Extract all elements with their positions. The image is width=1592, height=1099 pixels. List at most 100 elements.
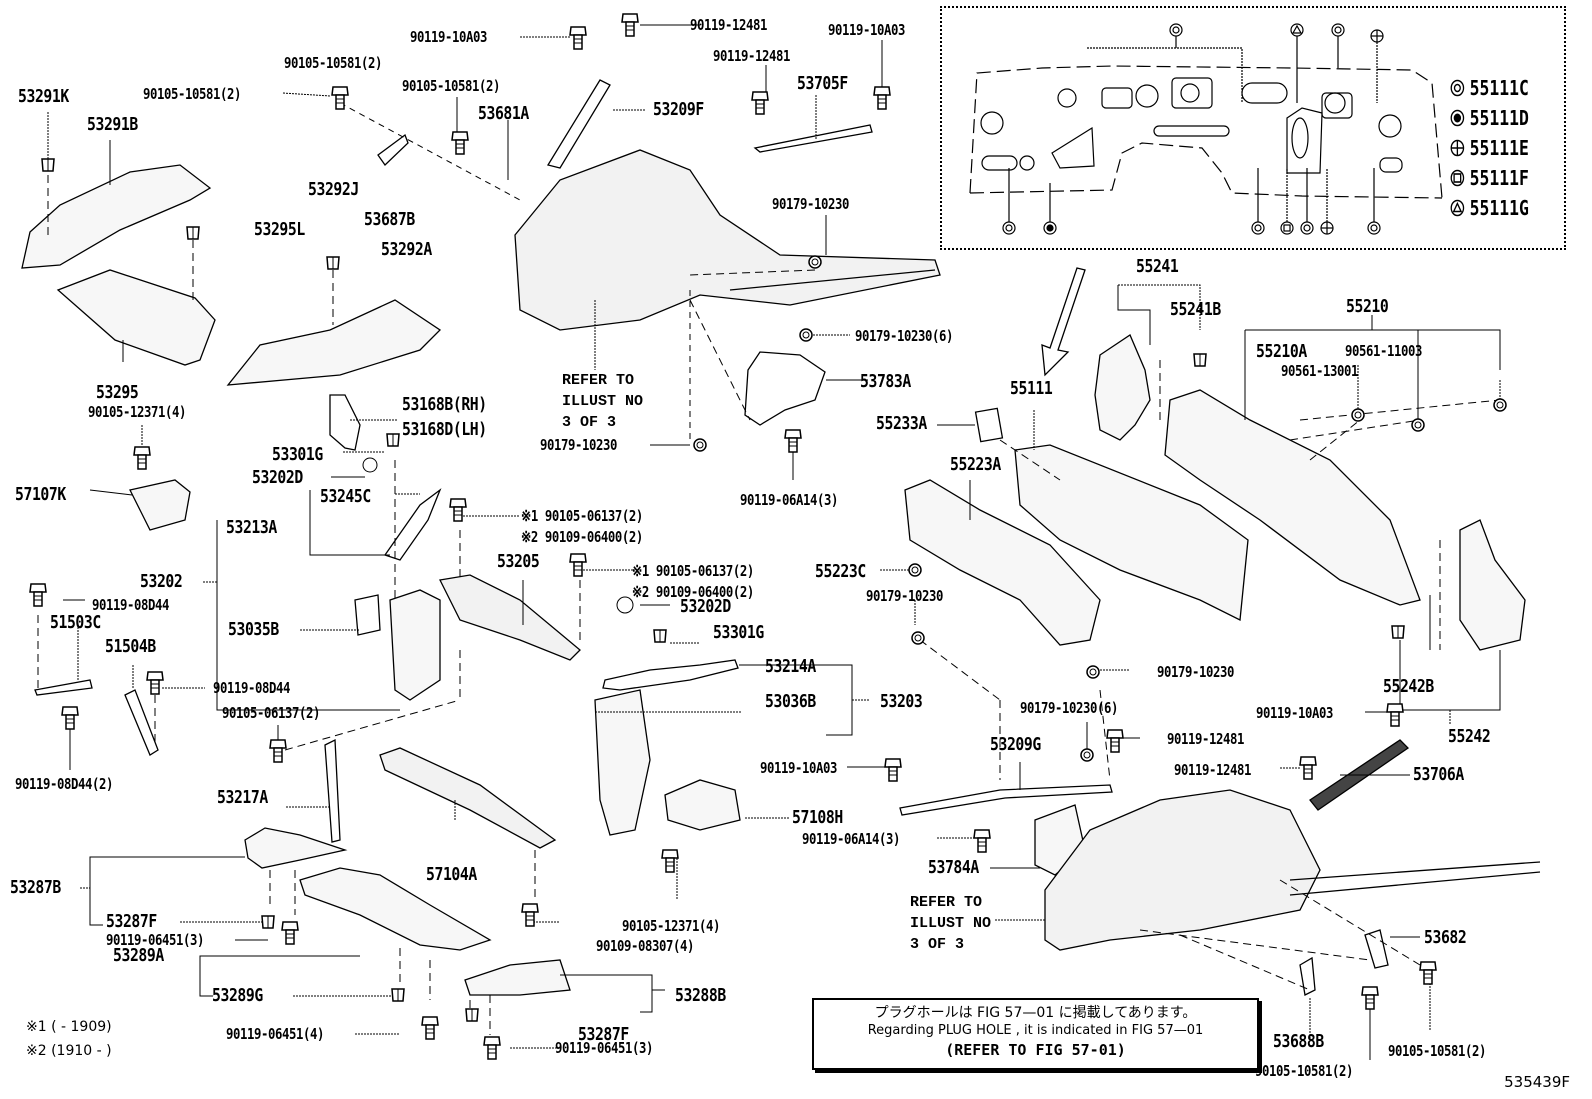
part-label[interactable]: 53035B (228, 619, 279, 640)
part-label[interactable]: 90119-12481 (713, 47, 790, 65)
part-label[interactable]: 53292A (381, 239, 432, 260)
part-label[interactable]: 90179-10230(6) (855, 327, 953, 345)
part-label[interactable]: 90105-10581(2) (1388, 1042, 1486, 1060)
part-label[interactable]: 90119-12481 (690, 16, 767, 34)
part-label[interactable]: 90119-06A14(3) (740, 491, 838, 509)
cover-53289A (299, 867, 492, 951)
part-label[interactable]: 53209F (653, 99, 704, 120)
part-label[interactable]: 90119-10A03 (1256, 704, 1333, 722)
part-label[interactable]: 51504B (105, 636, 156, 657)
part-label[interactable]: 90105-06137(2) (222, 704, 320, 722)
direction-arrow (1041, 267, 1086, 377)
part-label[interactable]: 90119-06451(3) (106, 931, 204, 949)
bracket-53783A (744, 351, 826, 426)
part-label[interactable]: 55242B (1383, 676, 1434, 697)
part-label[interactable]: 90105-10581(2) (143, 85, 241, 103)
part-label[interactable]: 53688B (1273, 1031, 1324, 1052)
part-label[interactable]: 53783A (860, 371, 911, 392)
part-label[interactable]: 53214A (765, 656, 816, 677)
part-label[interactable]: 90179-10230 (772, 195, 849, 213)
part-label[interactable]: 53706A (1413, 764, 1464, 785)
part-label[interactable]: 53287F (578, 1024, 629, 1045)
part-label[interactable]: 53202D (252, 467, 303, 488)
part-label[interactable]: 53036B (765, 691, 816, 712)
part-label[interactable]: 90105-12371(4) (622, 917, 720, 935)
part-label[interactable]: 53687B (364, 209, 415, 230)
part-label[interactable]: 53705F (797, 73, 848, 94)
part-label[interactable]: 53301G (272, 444, 323, 465)
part-label[interactable]: 90119-10A03 (410, 28, 487, 46)
part-label[interactable]: 53203 (880, 691, 923, 712)
part-label[interactable]: 90119-06451(4) (226, 1025, 324, 1043)
part-label[interactable]: 90119-08D44 (213, 679, 290, 697)
part-label[interactable]: 55242 (1448, 726, 1491, 747)
part-label[interactable]: 55241 (1136, 256, 1179, 277)
part-label[interactable]: 90561-13001 (1281, 362, 1358, 380)
part-label[interactable]: 53288B (675, 985, 726, 1006)
part-label[interactable]: 53217A (217, 787, 268, 808)
part-label[interactable]: 90119-12481 (1167, 730, 1244, 748)
part-label[interactable]: 90105-10581(2) (1255, 1062, 1353, 1080)
part-label[interactable]: 53287B (10, 877, 61, 898)
part-label[interactable]: 90105-12371(4) (88, 403, 186, 421)
bracket-53705F (753, 124, 873, 153)
option-part-number[interactable]: 90109-06400(2) (544, 528, 643, 546)
part-label[interactable]: 57104A (426, 864, 477, 885)
option-mark: ※1 (632, 562, 649, 580)
part-label[interactable]: 90105-10581(2) (284, 54, 382, 72)
part-label[interactable]: 90119-08D44(2) (15, 775, 113, 793)
part-label[interactable]: 53295L (254, 219, 305, 240)
part-label[interactable]: 90119-06451(3) (555, 1039, 653, 1057)
part-label[interactable]: 53292J (308, 179, 359, 200)
part-label[interactable]: 53681A (478, 103, 529, 124)
part-label[interactable]: 53289G (212, 985, 263, 1006)
refer-illust-note[interactable]: REFER TO ILLUST NO 3 OF 3 (910, 894, 992, 953)
part-label[interactable]: 55210 (1346, 296, 1389, 317)
part-label[interactable]: 53291K (18, 86, 69, 107)
part-label[interactable]: 90119-08D44 (92, 596, 169, 614)
part-label[interactable]: 90119-10A03 (760, 759, 837, 777)
part-label[interactable]: 90179-10230(6) (1020, 699, 1118, 717)
filled-circle-icon (1450, 109, 1465, 127)
refer-illust-note[interactable]: REFER TO ILLUST NO 3 OF 3 (562, 372, 644, 431)
bracket-53035B (354, 594, 381, 636)
part-label[interactable]: 90179-10230 (1157, 663, 1234, 681)
part-label[interactable]: 90179-10230 (540, 436, 617, 454)
part-label[interactable]: 55241B (1170, 299, 1221, 320)
legend-part-number: 55111C (1469, 76, 1529, 100)
part-label[interactable]: 55233A (876, 413, 927, 434)
part-label[interactable]: 90561-11003 (1345, 342, 1422, 360)
part-label[interactable]: 90119-12481 (1174, 761, 1251, 779)
part-label[interactable]: 55223A (950, 454, 1001, 475)
option-part-number[interactable]: 90109-06400(2) (655, 583, 754, 601)
part-label[interactable]: 53168B(RH) (402, 394, 487, 415)
part-label[interactable]: 53168D(LH) (402, 419, 487, 440)
option-part-number[interactable]: 90105-06137(2) (655, 562, 754, 580)
part-label[interactable]: 53287F (106, 911, 157, 932)
part-label[interactable]: 53202D (680, 596, 731, 617)
part-label[interactable]: 90105-10581(2) (402, 77, 500, 95)
part-label[interactable]: 53245C (320, 486, 371, 507)
part-label[interactable]: 55223C (815, 561, 866, 582)
part-label[interactable]: 55210A (1256, 341, 1307, 362)
part-label[interactable]: 53202 (140, 571, 183, 592)
part-label[interactable]: 51503C (50, 612, 101, 633)
part-label[interactable]: 90119-10A03 (828, 21, 905, 39)
part-label[interactable]: 53295 (96, 382, 139, 403)
part-label[interactable]: 53205 (497, 551, 540, 572)
part-label[interactable]: 53209G (990, 734, 1041, 755)
part-label[interactable]: 53784A (928, 857, 979, 878)
part-label[interactable]: 53289A (113, 945, 164, 966)
part-label[interactable]: 57107K (15, 484, 66, 505)
part-label[interactable]: 53301G (713, 622, 764, 643)
part-label[interactable]: 90179-10230 (866, 587, 943, 605)
part-label[interactable]: 53291B (87, 114, 138, 135)
part-label[interactable]: 55111 (1010, 378, 1053, 399)
plug-hole-refer-link[interactable]: (REFER TO FIG 57-01) (945, 1041, 1126, 1059)
part-label[interactable]: 53682 (1424, 927, 1467, 948)
part-label[interactable]: 57108H (792, 807, 843, 828)
part-label[interactable]: 53213A (226, 517, 277, 538)
part-label[interactable]: 90119-06A14(3) (802, 830, 900, 848)
part-label[interactable]: 90109-08307(4) (596, 937, 694, 955)
option-part-number[interactable]: 90105-06137(2) (544, 507, 643, 525)
